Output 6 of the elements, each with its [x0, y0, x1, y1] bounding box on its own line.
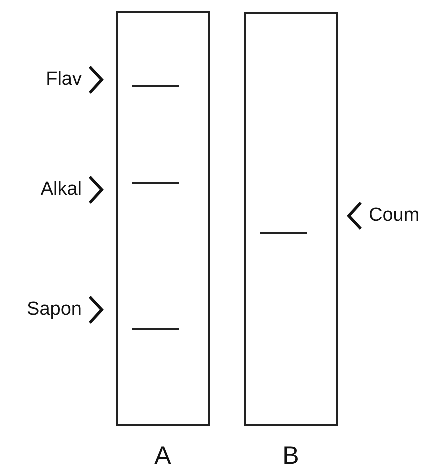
compound-label: Coum: [369, 205, 420, 227]
lane-label: B: [282, 442, 300, 468]
compound-label: Alkal: [40, 179, 82, 201]
lane-label: A: [154, 442, 172, 468]
compound-label: Flav: [46, 69, 82, 91]
compound-label: Sapon: [27, 299, 82, 321]
